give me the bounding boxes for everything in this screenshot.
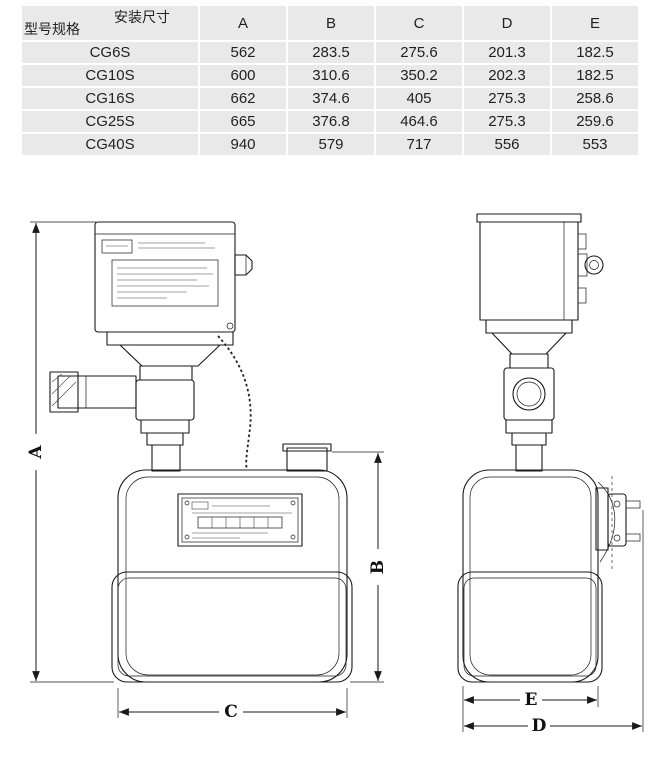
column-header-d: D <box>464 6 550 40</box>
dim-value: 350.2 <box>376 65 462 86</box>
gas-meter-technical-drawing: A B C <box>26 213 644 736</box>
dim-label-D: D <box>532 716 547 736</box>
dim-value: 310.6 <box>288 65 374 86</box>
test-knob-side-icon <box>577 253 604 277</box>
dim-value: 202.3 <box>464 65 550 86</box>
column-header-a: A <box>200 6 286 40</box>
dim-value: 556 <box>464 134 550 155</box>
installation-dimensions-table: 安装尺寸 型号规格 A B C D E CG6S 562 283.5 275.6… <box>20 4 640 157</box>
dim-value: 182.5 <box>552 65 638 86</box>
dim-value: 182.5 <box>552 42 638 63</box>
corner-top-label: 安装尺寸 <box>114 9 170 25</box>
index-head-side <box>476 213 604 334</box>
side-bracket-assembly <box>595 476 641 570</box>
dim-label-B: B <box>368 560 388 574</box>
meter-body-front <box>111 443 353 683</box>
dim-value: 259.6 <box>552 111 638 132</box>
outlet-stub <box>286 447 328 472</box>
dim-value: 940 <box>200 134 286 155</box>
model-name: CG16S <box>22 88 198 109</box>
dim-value: 283.5 <box>288 42 374 63</box>
dim-value: 275.3 <box>464 111 550 132</box>
dim-value: 553 <box>552 134 638 155</box>
dim-value: 662 <box>200 88 286 109</box>
pulse-cable-icon <box>217 335 252 471</box>
dim-value: 717 <box>376 134 462 155</box>
table-row: CG6S 562 283.5 275.6 201.3 182.5 <box>22 42 638 63</box>
dimension-E: E <box>462 686 599 732</box>
dim-value: 665 <box>200 111 286 132</box>
dim-value: 600 <box>200 65 286 86</box>
table-header-row: 安装尺寸 型号规格 A B C D E <box>22 6 638 40</box>
dimension-D: D <box>464 510 644 736</box>
column-header-c: C <box>376 6 462 40</box>
nameplate <box>177 493 303 547</box>
inlet-pipe <box>49 371 137 413</box>
dim-value: 562 <box>200 42 286 63</box>
table-row: CG40S 940 579 717 556 553 <box>22 134 638 155</box>
corner-bottom-label: 型号规格 <box>24 21 80 37</box>
seal-screw-icon <box>226 322 234 330</box>
table-row: CG10S 600 310.6 350.2 202.3 182.5 <box>22 65 638 86</box>
dimension-C: C <box>117 688 348 722</box>
table-row: CG16S 662 374.6 405 275.3 258.6 <box>22 88 638 109</box>
dim-label-A: A <box>26 445 46 460</box>
dim-label-C: C <box>224 702 238 722</box>
model-name: CG40S <box>22 134 198 155</box>
dim-value: 464.6 <box>376 111 462 132</box>
table-row: CG25S 665 376.8 464.6 275.3 259.6 <box>22 111 638 132</box>
side-bracket-and-valve <box>491 332 567 472</box>
model-name: CG6S <box>22 42 198 63</box>
front-view-drawing: A B C <box>26 221 388 722</box>
test-knob-icon <box>234 254 253 276</box>
pipe-port-icon <box>512 377 546 411</box>
dim-value: 376.8 <box>288 111 374 132</box>
dim-value: 201.3 <box>464 42 550 63</box>
meter-body-side <box>457 469 641 683</box>
dim-value: 258.6 <box>552 88 638 109</box>
front-bracket-and-valve <box>49 344 221 472</box>
dimension-B: B <box>332 451 388 683</box>
dim-label-E: E <box>525 690 538 710</box>
dim-value: 374.6 <box>288 88 374 109</box>
column-header-b: B <box>288 6 374 40</box>
column-header-e: E <box>552 6 638 40</box>
side-view-drawing: E D <box>457 213 644 736</box>
dim-value: 579 <box>288 134 374 155</box>
dimension-A: A <box>26 221 114 683</box>
dim-value: 405 <box>376 88 462 109</box>
dim-value: 275.3 <box>464 88 550 109</box>
index-head <box>94 221 253 346</box>
dim-value: 275.6 <box>376 42 462 63</box>
model-name: CG25S <box>22 111 198 132</box>
model-name: CG10S <box>22 65 198 86</box>
table-corner-cell: 安装尺寸 型号规格 <box>22 6 198 40</box>
